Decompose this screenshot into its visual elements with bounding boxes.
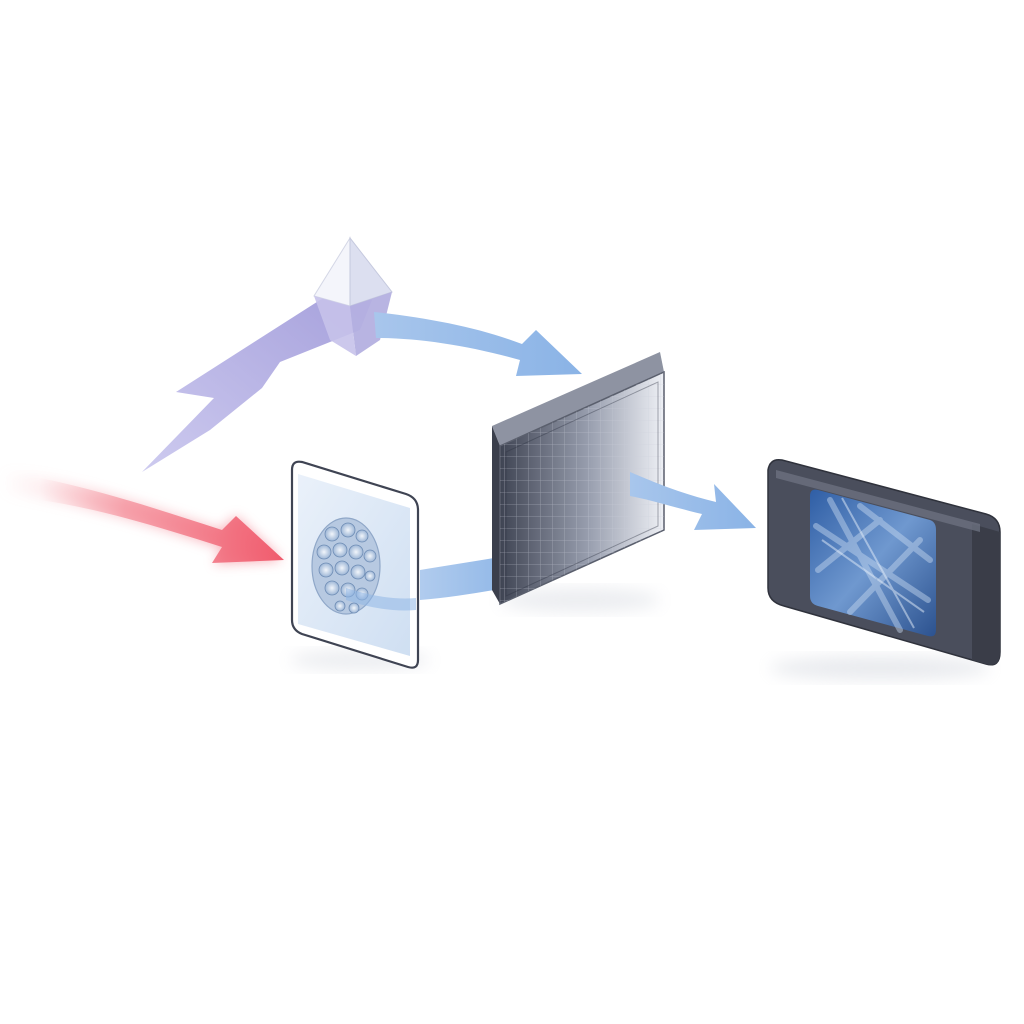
incident-beam [0,470,284,564]
cellular-sample-icon [311,517,381,615]
display-screen [810,489,936,637]
prism-to-panel-beam [374,312,582,376]
image-display [767,458,1001,680]
panel-to-display-beam [630,472,756,530]
beam-splitter-prism [313,236,393,356]
reference-beam [142,286,372,472]
specimen-slide [290,460,430,670]
sensor-grid-panel [492,352,665,612]
slide-to-panel-beam [420,558,494,600]
